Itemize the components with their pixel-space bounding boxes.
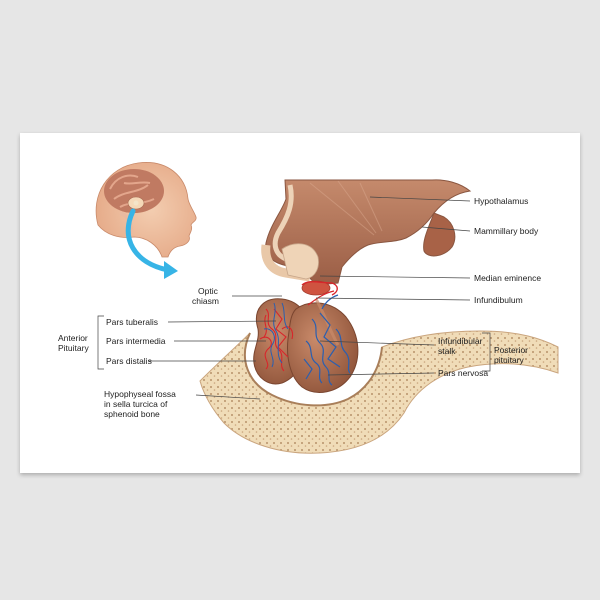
head-profile-icon (95, 162, 197, 258)
label-anterior-pituitary-line2: Pituitary (58, 343, 89, 353)
pituitary-gland (253, 290, 359, 393)
label-fossa-line3: sphenoid bone (104, 409, 160, 419)
label-infundibular-stalk-line2: stalk (438, 346, 456, 356)
label-median-eminence: Median eminence (474, 273, 542, 283)
label-optic-chiasm-line2: chiasm (192, 296, 219, 306)
leader-lines (97, 196, 491, 400)
label-pars-distalis: Pars distalis (106, 356, 152, 366)
label-fossa-line1: Hypophyseal fossa (104, 389, 176, 399)
label-infundibulum: Infundibulum (474, 295, 523, 305)
mammillary-body (423, 212, 456, 257)
label-pars-tuberalis: Pars tuberalis (106, 317, 158, 327)
sphenoid-bone (199, 330, 559, 454)
zoom-arrow-icon (125, 208, 178, 279)
label-mammillary-body: Mammillary body (474, 226, 539, 236)
label-anterior-pituitary-line1: Anterior (58, 333, 88, 343)
label-pars-nervosa: Pars nervosa (438, 368, 489, 378)
label-fossa-line2: in sella turcica of (104, 399, 168, 409)
hypothalamus-tissue (261, 179, 472, 296)
optic-chiasm (281, 243, 319, 280)
pituitary-illustration (95, 162, 559, 454)
label-optic-chiasm-line1: Optic (198, 286, 218, 296)
label-posterior-pituitary-line1: Posterior (494, 345, 529, 355)
label-hypothalamus: Hypothalamus (474, 196, 529, 206)
poster: Hypothalamus Mammillary body Median emin… (20, 133, 580, 473)
label-infundibular-stalk-line1: Infundibular (438, 336, 483, 346)
label-pars-intermedia: Pars intermedia (106, 336, 166, 346)
label-posterior-pituitary-line2: pituitary (494, 355, 524, 365)
